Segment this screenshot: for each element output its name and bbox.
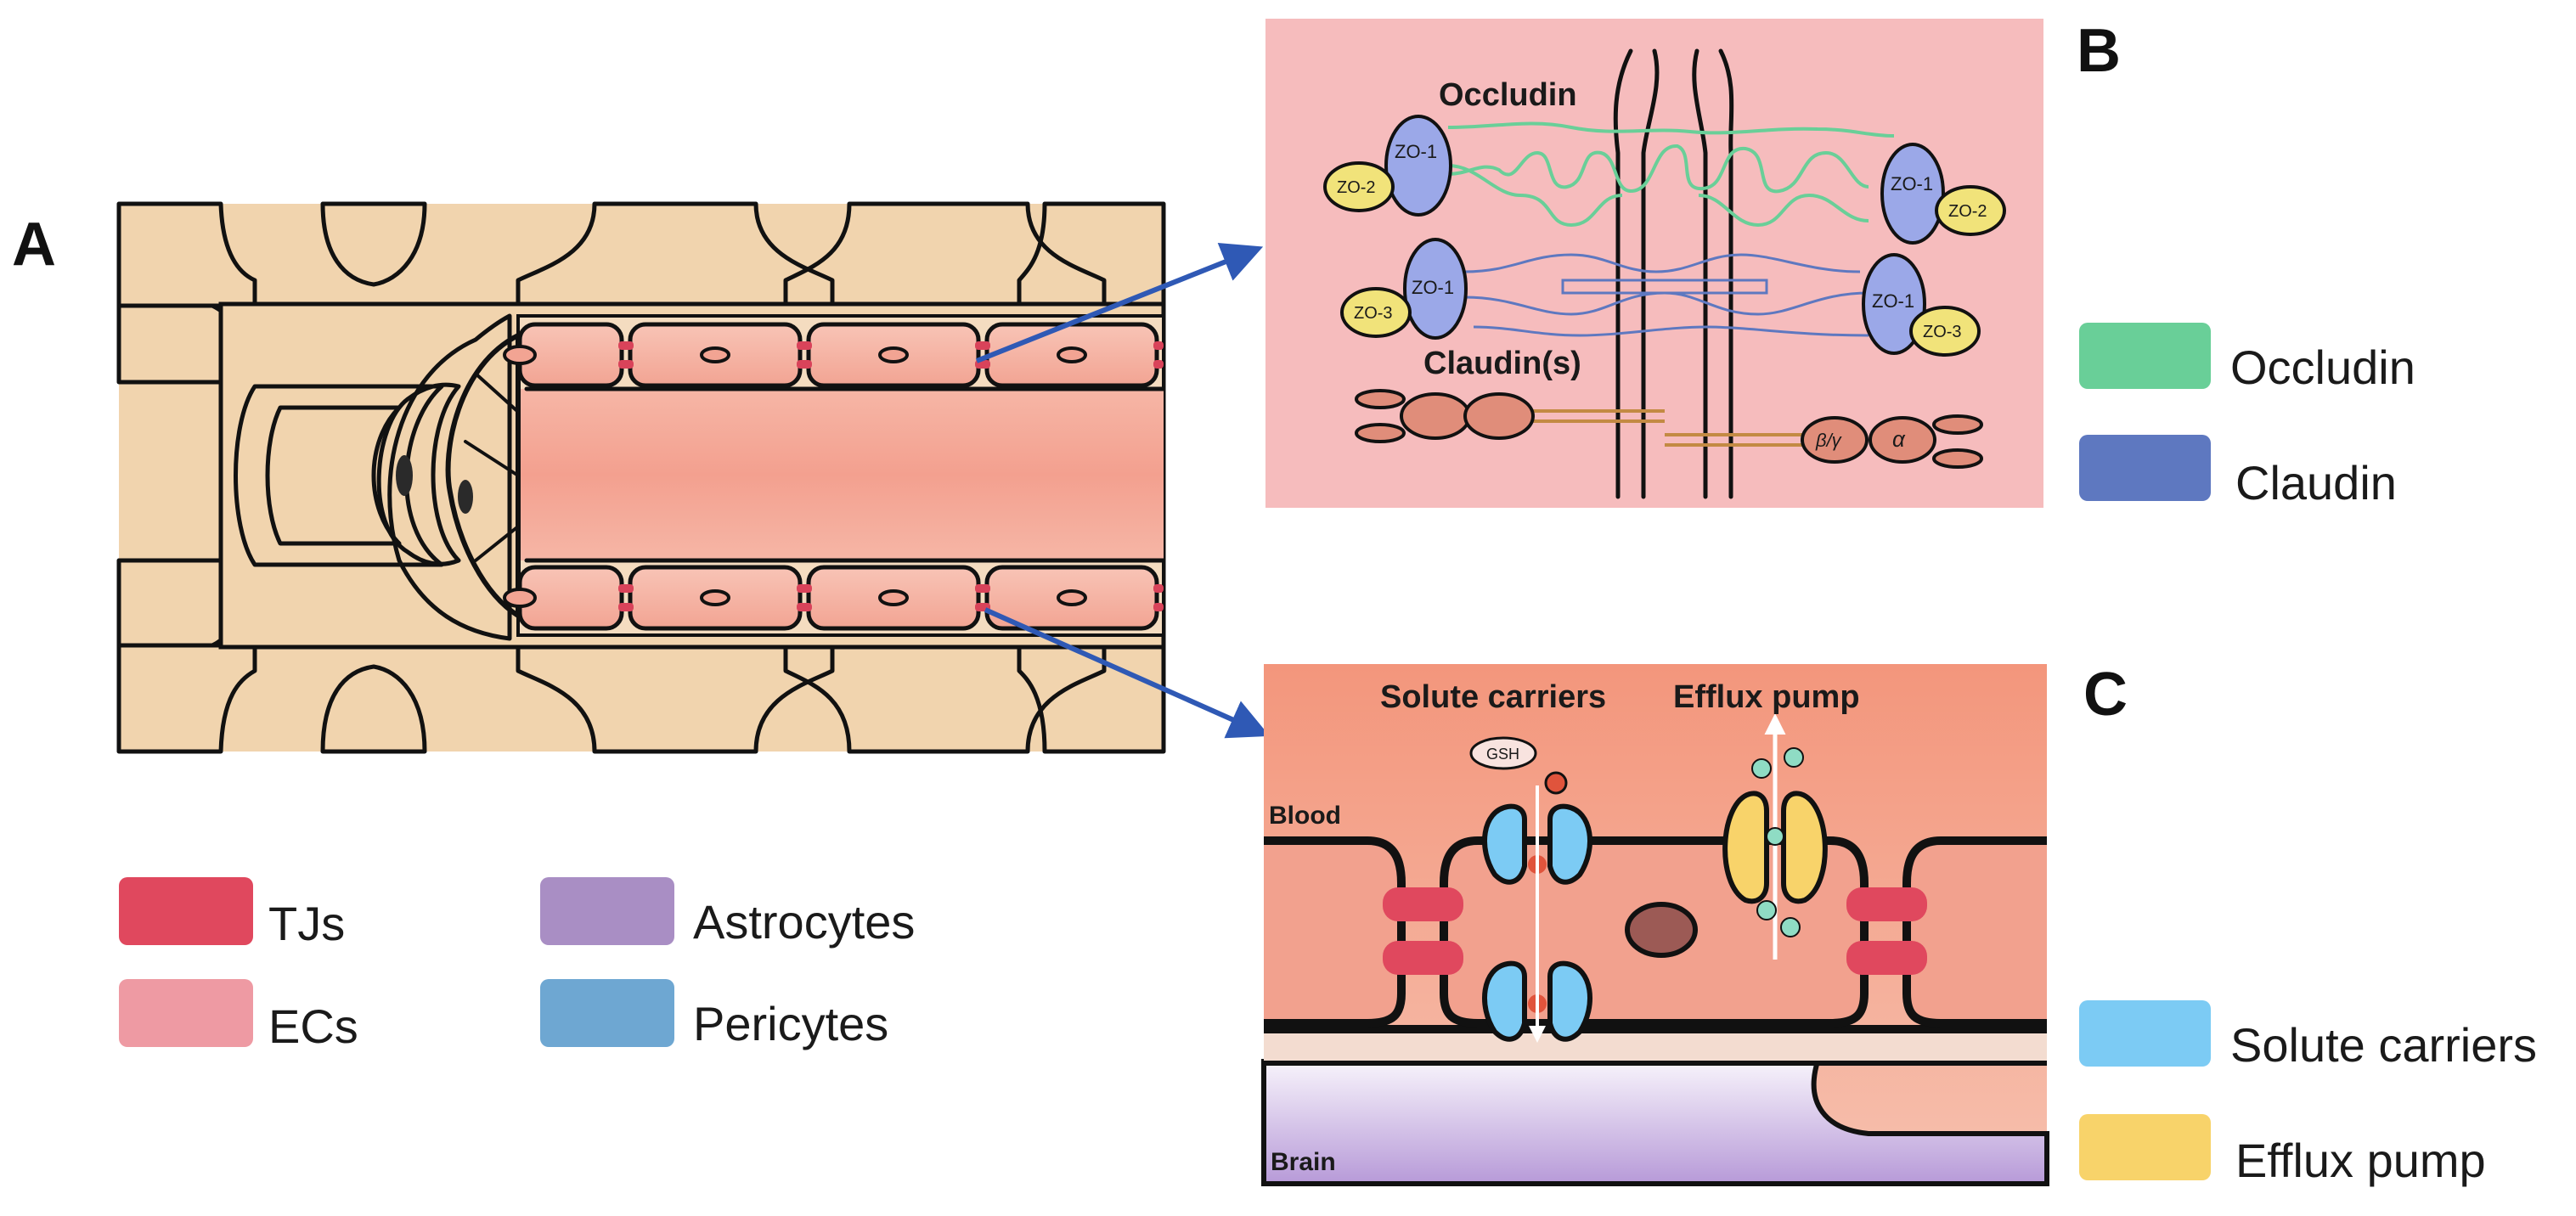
zo1-label-right-bottom: ZO-1 [1872,290,1914,312]
pericyte [376,382,461,566]
efflux-pump-label: Efflux pump [1673,679,1860,715]
zo1-label-left-bottom: ZO-1 [1412,277,1454,298]
tight-junctions-top [618,341,1164,369]
solute-carrier-bottom [1482,960,1592,1042]
legend-swatch-solute-carriers [2079,1000,2211,1067]
zo1-label-left-top: ZO-1 [1395,141,1437,162]
zo2-label-right: ZO-2 [1948,202,1987,221]
legend-label-pericytes: Pericytes [693,997,888,1050]
claudin-label: Claudin(s) [1423,346,1581,381]
legend-panel-b: Occludin Claudin [2079,323,2415,509]
legend-swatch-ecs [119,979,253,1047]
legend-label-astrocytes: Astrocytes [693,895,915,949]
legend-swatch-occludin [2079,323,2211,389]
panel-b-tight-junction: β/γ α ZO-1 ZO-2 ZO-1 ZO-3 ZO-1 ZO-2 ZO-1… [1265,19,2043,508]
zo3-label-right: ZO-3 [1923,323,1962,341]
legend-label-ecs: ECs [268,999,358,1053]
legend-swatch-tjs [119,877,253,945]
legend-swatch-claudin [2079,435,2211,501]
legend-panel-a: TJs ECs Astrocytes Pericytes [119,877,915,1053]
legend-label-tjs: TJs [268,897,345,950]
alpha-catenin-label: α [1892,426,1906,452]
tight-junctions-bottom [618,584,1164,611]
endothelial-cells-top [503,322,1159,388]
zo3-label-left: ZO-3 [1354,304,1393,323]
solute-carriers-label: Solute carriers [1380,679,1606,715]
solute-carrier-top [1482,803,1592,885]
arrow-to-panel-c [984,607,1270,739]
legend-swatch-pericytes [540,979,674,1047]
legend-swatch-efflux-pump [2079,1114,2211,1180]
occludin-label: Occludin [1439,77,1577,113]
legend-panel-c: Solute carriers Efflux pump [2079,1000,2537,1187]
astrocyte-endfeet-bottom [116,643,1166,754]
legend-swatch-astrocytes [540,877,674,945]
arrow-to-panel-b [975,243,1264,363]
panel-b-letter: B [2077,17,2121,85]
legend-label-efflux-pump: Efflux pump [2235,1134,2486,1187]
legend-label-claudin: Claudin [2235,456,2397,509]
panel-c-letter: C [2083,661,2128,729]
legend-label-occludin: Occludin [2230,341,2415,394]
vessel-illustration [116,201,1166,754]
brain-label: Brain [1271,1148,1336,1176]
endothelial-cells-bottom [503,565,1159,631]
zo2-label-left: ZO-2 [1337,178,1376,197]
panel-c-transport: GSH Solute carriers Efflux pump Blood Br… [1261,664,2049,1186]
efflux-pump [1722,713,1828,960]
gsh-label: GSH [1486,746,1519,763]
legend-label-solute-carriers: Solute carriers [2230,1018,2537,1072]
beta-gamma-catenin-label: β/γ [1815,430,1843,451]
blood-label: Blood [1269,802,1341,830]
panel-a-letter: A [12,211,56,279]
zo1-label-right-top: ZO-1 [1891,173,1933,194]
